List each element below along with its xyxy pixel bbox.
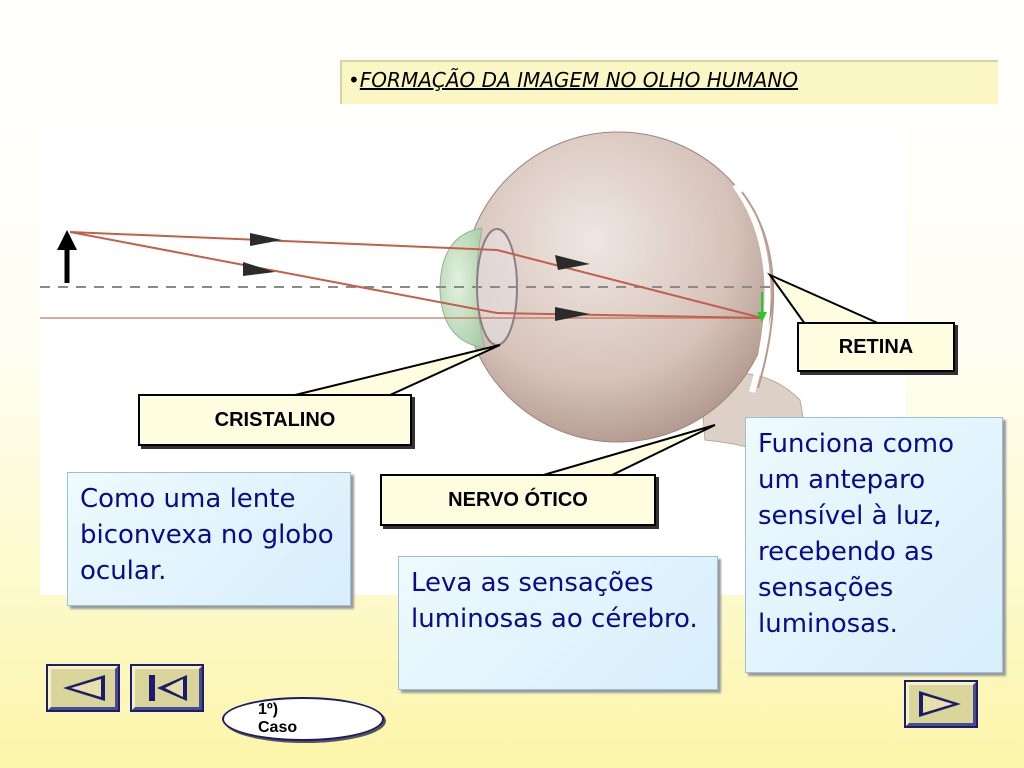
- title-text: FORMAÇÃO DA IMAGEM NO OLHO HUMANO: [359, 68, 799, 92]
- label-retina: RETINA: [797, 322, 955, 372]
- triangle-right-icon: [919, 691, 961, 717]
- desc-cristalino: Como uma lente biconvexa no globo ocular…: [67, 472, 351, 606]
- ray-arrowheads: [243, 233, 590, 321]
- skip-back-icon: [149, 675, 187, 701]
- desc-retina: Funciona como um anteparo sensível à luz…: [745, 417, 1003, 673]
- desc-nervo-otico: Leva as sensações luminosas ao cérebro.: [398, 556, 718, 690]
- title-bullet: •: [348, 68, 360, 92]
- cristalino-callout: [294, 344, 501, 396]
- slide-title: •FORMAÇÃO DA IMAGEM NO OLHO HUMANO: [340, 60, 998, 104]
- case-number: 1º): [258, 701, 279, 718]
- retina-layer: [732, 183, 771, 393]
- case-label: Caso: [258, 719, 298, 736]
- label-nervo-otico: NERVO ÓTICO: [380, 474, 656, 526]
- next-button[interactable]: [904, 680, 978, 728]
- case-1-button[interactable]: 1º) Caso: [222, 697, 384, 741]
- retina-callout: [767, 272, 881, 325]
- first-slide-button[interactable]: [130, 664, 204, 712]
- light-rays: [40, 231, 763, 319]
- triangle-left-icon: [63, 675, 105, 701]
- label-cristalino: CRISTALINO: [138, 394, 412, 446]
- back-button[interactable]: [46, 664, 120, 712]
